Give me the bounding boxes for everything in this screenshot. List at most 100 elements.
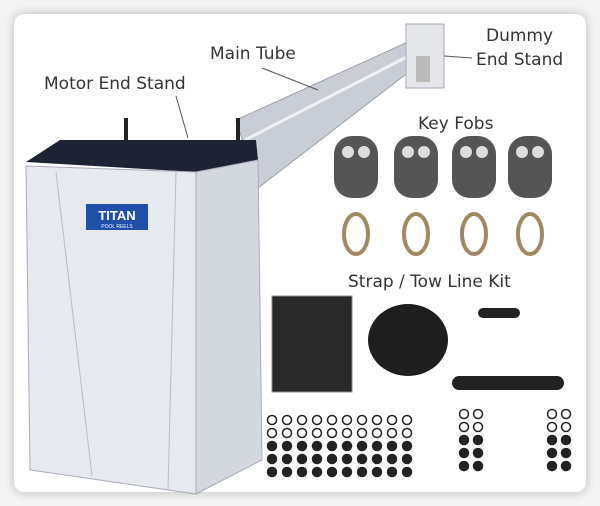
label-key-fobs: Key Fobs	[418, 114, 494, 134]
fastener	[296, 427, 308, 439]
fastener	[546, 434, 558, 446]
fastener	[341, 427, 353, 439]
fastener	[386, 466, 398, 478]
fastener	[472, 434, 484, 446]
fastener	[326, 466, 338, 478]
fastener	[546, 408, 558, 420]
fastener	[560, 408, 572, 420]
fastener	[371, 453, 383, 465]
titan-logo	[86, 204, 148, 230]
fastener	[472, 460, 484, 472]
fob-button	[342, 146, 354, 158]
fastener	[296, 440, 308, 452]
fastener	[401, 453, 413, 465]
fastener	[546, 460, 558, 472]
key-fob	[394, 136, 438, 198]
fastener	[266, 453, 278, 465]
fob-button	[358, 146, 370, 158]
fob-button	[460, 146, 472, 158]
fastener	[458, 408, 470, 420]
fastener	[458, 421, 470, 433]
fastener	[371, 414, 383, 426]
fastener	[546, 421, 558, 433]
fastener	[341, 440, 353, 452]
fastener	[356, 453, 368, 465]
fastener	[458, 460, 470, 472]
fastener	[401, 427, 413, 439]
tow-bar-large	[452, 376, 564, 390]
fob-clip	[460, 212, 488, 256]
fastener	[546, 447, 558, 459]
strap-reel	[368, 304, 448, 376]
fastener	[472, 447, 484, 459]
label-strap-kit: Strap / Tow Line Kit	[348, 272, 511, 292]
fastener	[326, 427, 338, 439]
tube-highlight	[244, 42, 433, 142]
fastener	[281, 466, 293, 478]
fastener	[326, 453, 338, 465]
fastener	[281, 440, 293, 452]
fastener	[560, 421, 572, 433]
fastener	[296, 453, 308, 465]
tow-bar-small	[478, 308, 520, 318]
antenna-left	[124, 118, 128, 142]
fastener	[326, 414, 338, 426]
fastener	[472, 408, 484, 420]
fob-button	[402, 146, 414, 158]
fastener	[560, 447, 572, 459]
fastener	[326, 440, 338, 452]
fastener	[386, 453, 398, 465]
fastener	[386, 427, 398, 439]
fastener	[560, 434, 572, 446]
label-motor-end-stand: Motor End Stand	[44, 74, 186, 94]
key-fobs	[334, 136, 552, 256]
fastener	[401, 414, 413, 426]
fob-button	[516, 146, 528, 158]
fastener	[386, 440, 398, 452]
fastener	[266, 440, 278, 452]
fastener	[311, 466, 323, 478]
fastener	[401, 466, 413, 478]
fastener	[296, 466, 308, 478]
fastener	[341, 466, 353, 478]
fastener	[296, 414, 308, 426]
fastener	[560, 460, 572, 472]
fastener	[371, 466, 383, 478]
main-tube-leader	[261, 67, 319, 91]
logo-sub: POOL REELS	[101, 224, 133, 230]
fastener	[356, 440, 368, 452]
motor-stand-leader	[175, 95, 189, 139]
fastener	[386, 414, 398, 426]
key-fob	[334, 136, 378, 198]
motor-stand-side	[195, 159, 263, 495]
fob-button	[476, 146, 488, 158]
fastener	[311, 453, 323, 465]
motor-stand-lid	[26, 140, 258, 172]
fob-clip	[402, 212, 430, 256]
fastener	[356, 414, 368, 426]
fastener	[472, 421, 484, 433]
fastener	[341, 414, 353, 426]
fastener	[266, 414, 278, 426]
fastener	[281, 414, 293, 426]
dummy-stand-bracket	[416, 56, 430, 82]
fastener	[356, 466, 368, 478]
fastener	[311, 427, 323, 439]
label-main-tube: Main Tube	[210, 44, 296, 64]
fastener	[311, 414, 323, 426]
fob-clip	[342, 212, 370, 256]
fob-clip	[516, 212, 544, 256]
fastener	[266, 466, 278, 478]
panel-seam-right	[167, 171, 177, 491]
label-dummy-line1: Dummy	[486, 26, 554, 46]
key-fob	[508, 136, 552, 198]
fob-button	[532, 146, 544, 158]
panel-seam-left	[55, 171, 93, 477]
label-dummy-line2: End Stand	[476, 50, 564, 70]
logo-brand: TITAN	[98, 208, 135, 223]
hardware-bag	[271, 295, 353, 393]
fastener	[401, 440, 413, 452]
fastener	[371, 440, 383, 452]
